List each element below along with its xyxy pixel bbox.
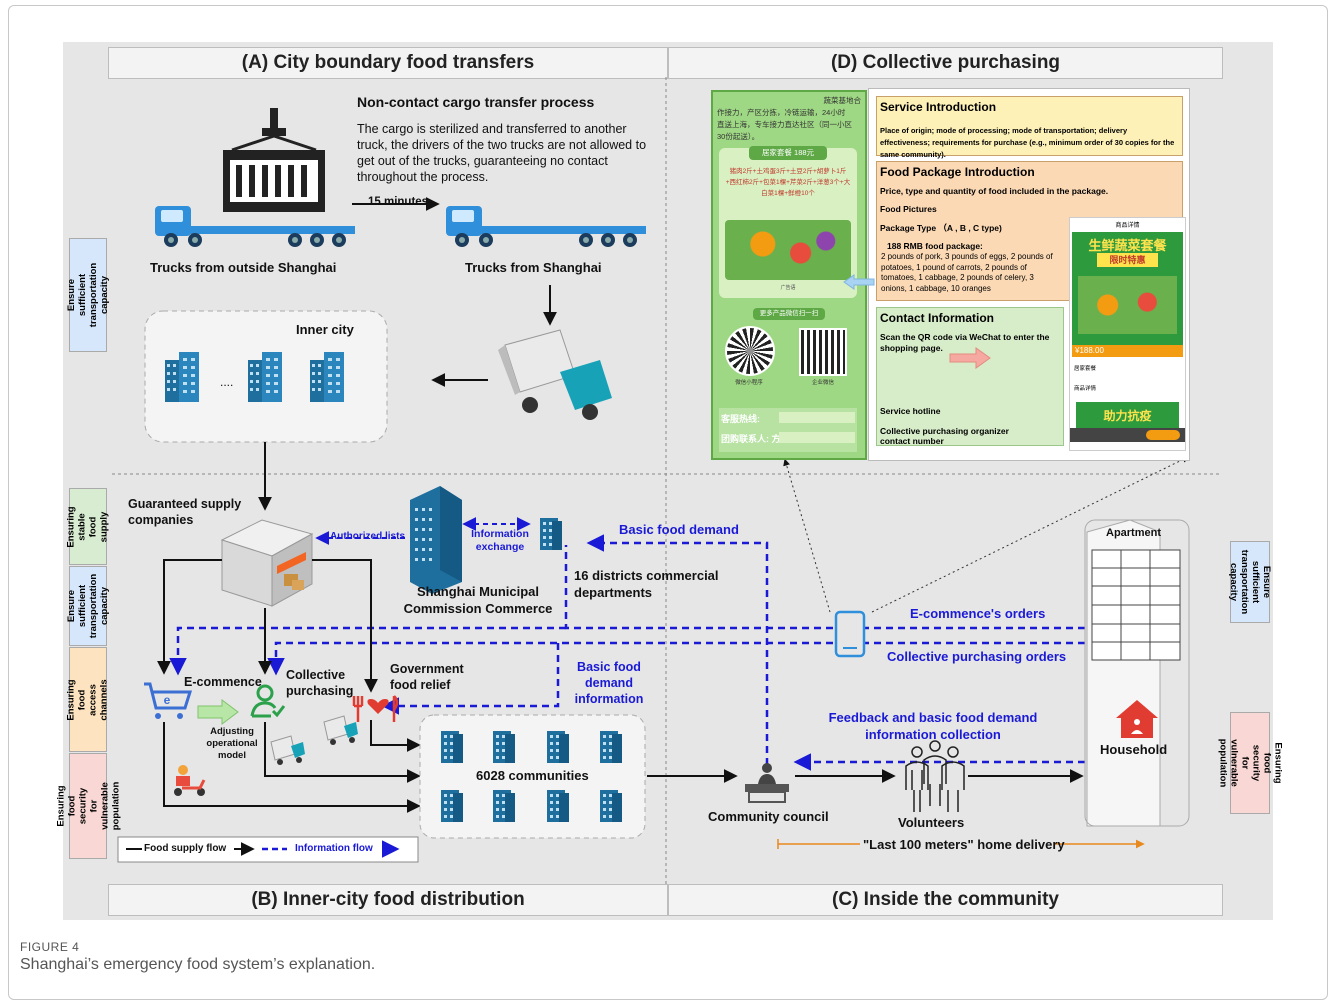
transfer-title: Non-contact cargo transfer process	[357, 94, 595, 110]
authorized-lists-label: Authorized lists	[330, 531, 406, 542]
container-icon	[223, 108, 325, 212]
small-truck-icon	[270, 735, 305, 765]
side-label-transport-2: Ensure sufficient transportation capacit…	[66, 566, 110, 646]
section-c-header: (C) Inside the community	[668, 884, 1223, 916]
collective-user-icon	[250, 684, 286, 718]
food-relief-icon	[352, 695, 399, 722]
ecommerce-orders-label: E-commence's orders	[910, 606, 1046, 621]
side-label-access-channels: Ensuring food access channels	[66, 647, 110, 752]
small-truck-icon	[323, 715, 358, 745]
volunteers-label: Volunteers	[898, 815, 965, 830]
community-building-icon	[493, 790, 515, 822]
pink-arrow-icon	[949, 347, 991, 369]
figure-caption: Shanghai’s emergency food system’s expla…	[20, 956, 376, 973]
community-building-icon	[600, 790, 622, 822]
volunteers-icon	[905, 740, 965, 812]
legend-info-label: Information flow	[295, 843, 373, 854]
communities-box	[419, 714, 646, 839]
side-label-vulnerable-right: Ensuring food security for vulnerable po…	[1217, 712, 1283, 814]
basic-demand-label: Basic food demand	[619, 522, 739, 537]
side-label-transport-right: Ensure sufficient transportation capacit…	[1228, 541, 1272, 623]
legend-food-label: Food supply flow	[144, 843, 227, 854]
qr-code-1	[725, 326, 775, 376]
box-truck-icon	[498, 329, 612, 420]
side-label-vulnerable: Ensuring food security for vulnerable po…	[55, 753, 121, 859]
community-building-icon	[547, 790, 569, 822]
contact-info-box: Contact Information Scan the QR code via…	[876, 307, 1064, 446]
side-label-transport-1: Ensure sufficient transportation capacit…	[66, 238, 110, 352]
phone-icon	[834, 610, 866, 658]
community-building-icon	[441, 790, 463, 822]
council-label: Community council	[708, 809, 829, 824]
truck-shanghai-icon	[446, 206, 646, 247]
transfer-description: The cargo is sterilized and transferred …	[357, 122, 647, 184]
figure-label: FIGURE 4	[20, 940, 80, 954]
truck-shanghai-label: Trucks from Shanghai	[465, 260, 602, 275]
household-label: Household	[1100, 742, 1168, 757]
collective-orders-label: Collective purchasing orders	[887, 649, 1067, 664]
district-building-icon	[540, 518, 562, 550]
basic-demand-info-label: Basic food demand information	[574, 660, 644, 706]
phone-screenshot: 商品详情 生鲜蔬菜套餐 限时特惠 ¥188.00 居家套餐 商品详情 助力抗疫	[1069, 217, 1186, 451]
qr-code-2	[799, 328, 847, 376]
districts-label: 16 districts commercial departments	[574, 568, 719, 600]
phone-buy-button	[1146, 430, 1180, 440]
ecommerce-label: E-commence	[184, 675, 262, 689]
apartment-label: Apartment	[1106, 527, 1162, 539]
delivery-scooter-icon	[174, 765, 206, 796]
community-building-icon	[547, 731, 569, 763]
adjusting-label: Adjusting operational model	[206, 726, 258, 761]
community-building-icon	[600, 731, 622, 763]
info-exchange-label: Information exchange	[471, 528, 529, 553]
community-council-icon	[745, 763, 789, 803]
last-100-label: "Last 100 meters" home delivery	[863, 837, 1065, 852]
ecommerce-cart-icon: e	[144, 682, 193, 719]
apartment-windows	[1091, 549, 1181, 661]
section-a-header: (A) City boundary food transfers	[108, 47, 668, 79]
side-label-stable-supply: Ensuring stable food supply	[66, 488, 110, 565]
collective-label: Collective purchasing	[286, 668, 354, 698]
community-building-icon	[441, 731, 463, 763]
section-d-header: (D) Collective purchasing	[668, 47, 1223, 79]
guaranteed-supply-label: Guaranteed supply companies	[128, 497, 242, 527]
vegetables-photo	[725, 220, 851, 280]
transfer-minutes: 15 minutes	[368, 196, 429, 208]
truck-outside-icon	[155, 206, 355, 247]
truck-outside-label: Trucks from outside Shanghai	[150, 260, 337, 275]
community-building-icon	[493, 731, 515, 763]
commission-building-icon	[410, 486, 462, 594]
chinese-poster: 蔬菜基地合 作接力，产区分拣，冷链运输，24小时 直送上海，专车接力直达社区（同…	[711, 90, 867, 460]
communities-label: 6028 communities	[476, 768, 589, 783]
svg-text:e: e	[164, 693, 171, 707]
light-blue-arrow-icon	[843, 274, 875, 290]
phone-price: ¥188.00	[1072, 345, 1183, 357]
warehouse-icon	[220, 519, 314, 607]
feedback-label: Feedback and basic food demand informati…	[828, 710, 1038, 742]
commission-label: Shanghai Municipal Commission Commerce	[403, 584, 553, 616]
section-b-header: (B) Inner-city food distribution	[108, 884, 668, 916]
government-relief-label: Government food relief	[390, 662, 464, 692]
inner-city-ellipsis: ....	[220, 375, 234, 389]
service-intro-box: Service Introduction Place of origin; mo…	[876, 96, 1183, 159]
household-icon	[1116, 700, 1158, 738]
inner-city-label: Inner city	[296, 322, 354, 337]
